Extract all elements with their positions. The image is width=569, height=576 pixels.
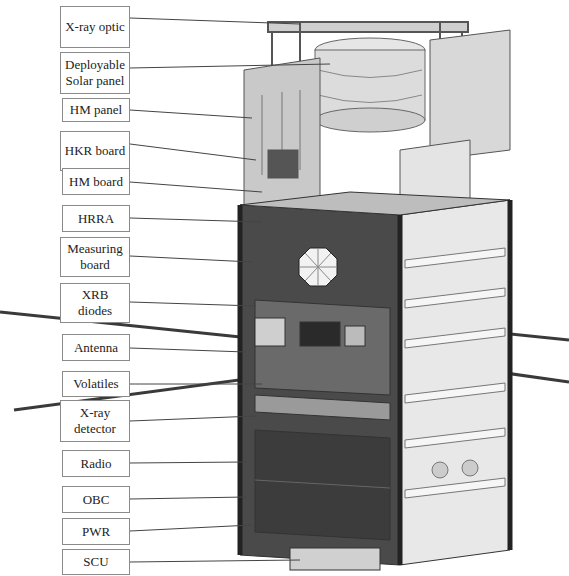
part-label-box: OBC: [62, 486, 130, 513]
part-label: Radio: [77, 455, 114, 473]
leader-lines: [130, 18, 330, 562]
part-label: OBC: [80, 491, 113, 509]
part-label-box: Deployable Solar panel: [60, 52, 130, 94]
part-label-box: HRRA: [62, 205, 130, 232]
part-label: X-ray detector: [61, 404, 129, 437]
part-label-box: XRB diodes: [60, 283, 130, 323]
part-label: Measuring board: [61, 240, 129, 273]
part-label: X-ray optic: [62, 18, 128, 36]
part-label: Volatiles: [70, 375, 121, 393]
part-label-box: Antenna: [62, 334, 130, 361]
part-label: HKR board: [62, 142, 128, 160]
frame-rails: [240, 200, 510, 565]
part-label: Antenna: [71, 339, 121, 357]
part-label: SCU: [80, 553, 111, 571]
part-label: XRB diodes: [61, 286, 129, 319]
shelves: [405, 248, 505, 498]
part-label: HRRA: [75, 210, 117, 228]
part-label-box: HKR board: [60, 131, 130, 171]
optic-cylinder: [315, 38, 425, 132]
part-label-box: SCU: [62, 549, 130, 575]
sun-sensor: [299, 248, 337, 286]
part-label-box: HM panel: [62, 98, 130, 122]
part-label: PWR: [79, 523, 113, 541]
part-label: HM panel: [67, 101, 125, 119]
part-label-box: HM board: [62, 168, 130, 195]
part-label-box: X-ray optic: [60, 6, 130, 48]
part-label-box: Radio: [62, 450, 130, 477]
main-body: [240, 192, 510, 570]
part-label: Deployable Solar panel: [61, 56, 129, 89]
part-label-box: Volatiles: [62, 371, 130, 397]
solar-panels: [244, 30, 510, 215]
part-label-box: PWR: [62, 518, 130, 545]
part-label-box: Measuring board: [60, 237, 130, 277]
part-label: HM board: [66, 173, 126, 191]
part-label-box: X-ray detector: [60, 400, 130, 442]
